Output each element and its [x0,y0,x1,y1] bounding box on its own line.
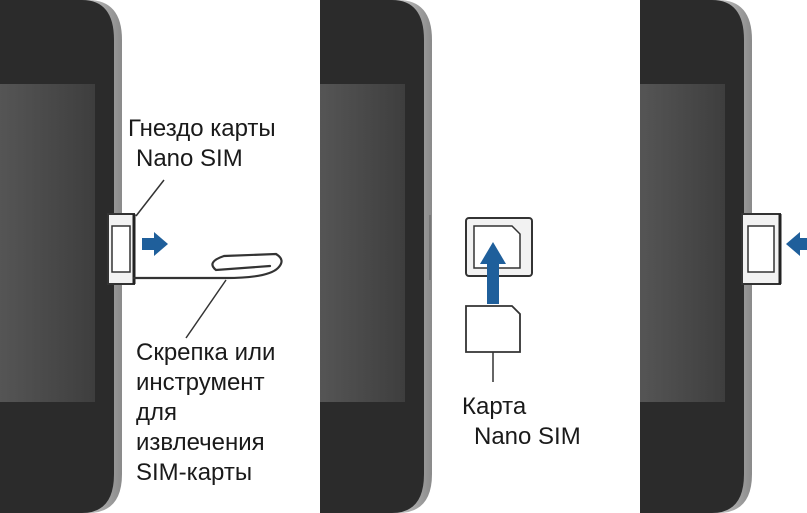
arrow-up-icon [480,242,506,304]
leader-line-slot [135,179,165,217]
label-sim-slot-line1: Гнездо карты [128,115,276,142]
label-eject-tool-line3: для [136,399,178,426]
phone-screen [640,84,725,402]
label-eject-tool-line5: SIM-карты [136,459,253,486]
label-eject-tool-line1: Скрепка или [136,339,276,366]
phone-screen [0,84,95,402]
sim-tray [107,213,136,285]
label-sim-slot: Гнездо карты Nano SIM [128,114,276,174]
paperclip-tool [132,252,283,280]
label-nano-sim-card-line1: Карта [462,393,527,420]
label-nano-sim-card-line2: Nano SIM [474,423,581,450]
leader-line-tool [185,279,227,339]
label-eject-tool-line4: извлечения [136,429,265,456]
phone-screen [320,84,405,402]
phone-step-1 [0,0,283,513]
sim-tray [741,213,782,285]
nano-sim-card [465,305,521,353]
label-sim-slot-line2: Nano SIM [136,145,243,172]
phone-step-2 [320,0,533,513]
arrow-right-icon [142,232,168,256]
label-eject-tool: Скрепка или инструмент для извлечения SI… [136,338,275,488]
label-nano-sim-card: Карта Nano SIM [462,392,581,452]
label-eject-tool-line2: инструмент [136,369,265,396]
arrow-left-icon [786,232,807,256]
phone-step-3 [640,0,807,513]
